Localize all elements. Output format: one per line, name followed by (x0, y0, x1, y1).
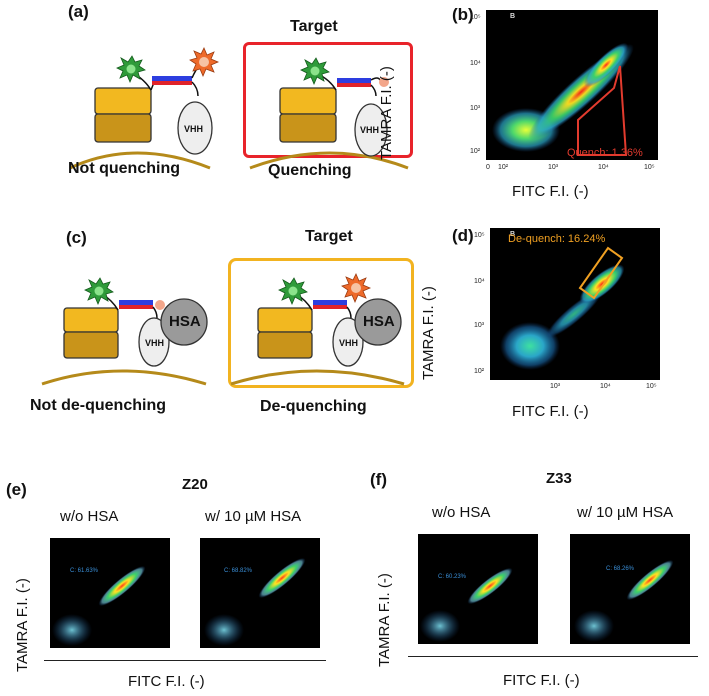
quenched-tamra-dot (379, 77, 389, 87)
vhh-label-a2: VHH (360, 125, 380, 135)
panel-e-axisline (44, 660, 326, 661)
dequenching-caption: De-quenching (260, 398, 367, 415)
gate-e2: C: 68.82% (224, 568, 253, 574)
panel-e-xlabel: FITC F.I. (-) (128, 673, 205, 690)
dequenching-construct (230, 273, 405, 386)
helix-red (152, 81, 192, 85)
xtick-4: 10⁵ (644, 164, 655, 171)
panel-f-title: Z33 (546, 470, 572, 487)
surface-curve-right (249, 151, 409, 170)
xtick-2: 10³ (548, 164, 559, 171)
quenching-caption: Quenching (268, 162, 352, 179)
protein-block-top (94, 87, 152, 115)
xtick-d-2: 10³ (550, 383, 561, 390)
dequench-gate-label: De-quench: 16.24% (508, 233, 606, 245)
panel-c-target-title: Target (305, 228, 353, 245)
panel-c-label: (c) (66, 228, 87, 247)
panel-d-label: (d) (452, 226, 474, 245)
ytick-d-3: 10⁵ (474, 232, 485, 239)
helix-blue (152, 76, 192, 81)
panel-b-yticks: 10² 10³ 10⁴ 10⁵ (470, 10, 486, 160)
quench-gate (577, 65, 628, 156)
hsa-label-c1: HSA (169, 313, 201, 330)
corner-mark-b: B (510, 13, 515, 20)
panel-e-title: Z20 (182, 476, 208, 493)
quenching-construct (249, 57, 409, 170)
ytick-1: 10³ (470, 105, 481, 112)
panel-b-density: B (492, 13, 634, 156)
panel-d-density: B (500, 231, 625, 370)
panel-d-yticks: 10² 10³ 10⁴ 10⁵ (474, 228, 490, 380)
xtick-d-3: 10⁴ (600, 383, 611, 390)
gate-f2: C: 68.26% (606, 566, 635, 572)
xtick-d-4: 10⁵ (646, 383, 657, 390)
gate-e1: C: 61.63% (70, 568, 99, 574)
panel-f-axisline (408, 656, 698, 657)
panel-c-schematic (41, 273, 405, 386)
panel-e-label: (e) (6, 480, 27, 499)
panel-b-xticks: 0 10² 10³ 10⁴ 10⁵ (486, 164, 658, 176)
ytick-d-0: 10² (474, 368, 485, 375)
ytick-2: 10⁴ (470, 60, 481, 67)
ytick-d-1: 10³ (474, 322, 485, 329)
panel-b-plot: B (486, 10, 658, 160)
protein-block-bottom (94, 113, 152, 143)
ytick-0: 10² (470, 148, 481, 155)
panel-e-plot-2: C: 68.82% (200, 538, 320, 648)
xtick-0: 0 (486, 164, 490, 171)
panel-b-ylabel: TAMRA F.I. (-) (378, 66, 395, 160)
panel-e-plot-1: C: 61.63% (50, 538, 170, 648)
panel-f-plot-1: C: 60.23% (418, 534, 538, 644)
vhh-label-a1: VHH (184, 124, 204, 134)
xtick-3: 10⁴ (598, 164, 609, 171)
hsa-circle (160, 298, 208, 346)
vhh-label-c1: VHH (145, 338, 165, 348)
panel-c-target-box (228, 258, 414, 388)
corner-mark-d: B (510, 231, 515, 238)
panel-a-target-title: Target (290, 18, 338, 35)
vhh-label-c2: VHH (339, 338, 359, 348)
gate-f1: C: 60.23% (438, 574, 467, 580)
panel-b-xlabel: FITC F.I. (-) (512, 183, 589, 200)
not-dequenching-caption: Not de-quenching (30, 397, 166, 414)
hsa-label-c2: HSA (363, 313, 395, 330)
panel-f-plot-2: C: 68.26% (570, 534, 690, 644)
xtick-1: 10² (498, 164, 509, 171)
panel-f-label: (f) (370, 470, 387, 489)
panel-f-cond1: w/o HSA (432, 504, 491, 521)
panel-d-plot: B (490, 228, 660, 380)
quench-gate-label: Quench: 1.36% (567, 147, 643, 159)
panel-a-target-box (243, 42, 413, 158)
ytick-d-2: 10⁴ (474, 278, 485, 285)
panel-f-xlabel: FITC F.I. (-) (503, 672, 580, 689)
panel-a-schematic (69, 47, 409, 170)
panel-d-ylabel: TAMRA F.I. (-) (420, 286, 437, 380)
not-dequenching-construct (41, 277, 208, 386)
panel-e-cond2: w/ 10 µM HSA (205, 508, 302, 525)
panel-f-cond2: w/ 10 µM HSA (577, 504, 674, 521)
panel-e-ylabel: TAMRA F.I. (-) (14, 578, 31, 672)
dequench-gate (578, 246, 624, 300)
panel-f-ylabel: TAMRA F.I. (-) (376, 573, 393, 667)
panel-d-xlabel: FITC F.I. (-) (512, 403, 589, 420)
panel-e-cond1: w/o HSA (60, 508, 119, 525)
panel-a-label: (a) (68, 2, 89, 21)
not-quenching-construct (69, 47, 220, 170)
ytick-3: 10⁵ (470, 14, 481, 21)
not-quenching-caption: Not quenching (68, 160, 180, 177)
panel-b-label: (b) (452, 5, 474, 24)
vhh-ellipse (177, 101, 213, 155)
surface-curve (69, 151, 211, 170)
